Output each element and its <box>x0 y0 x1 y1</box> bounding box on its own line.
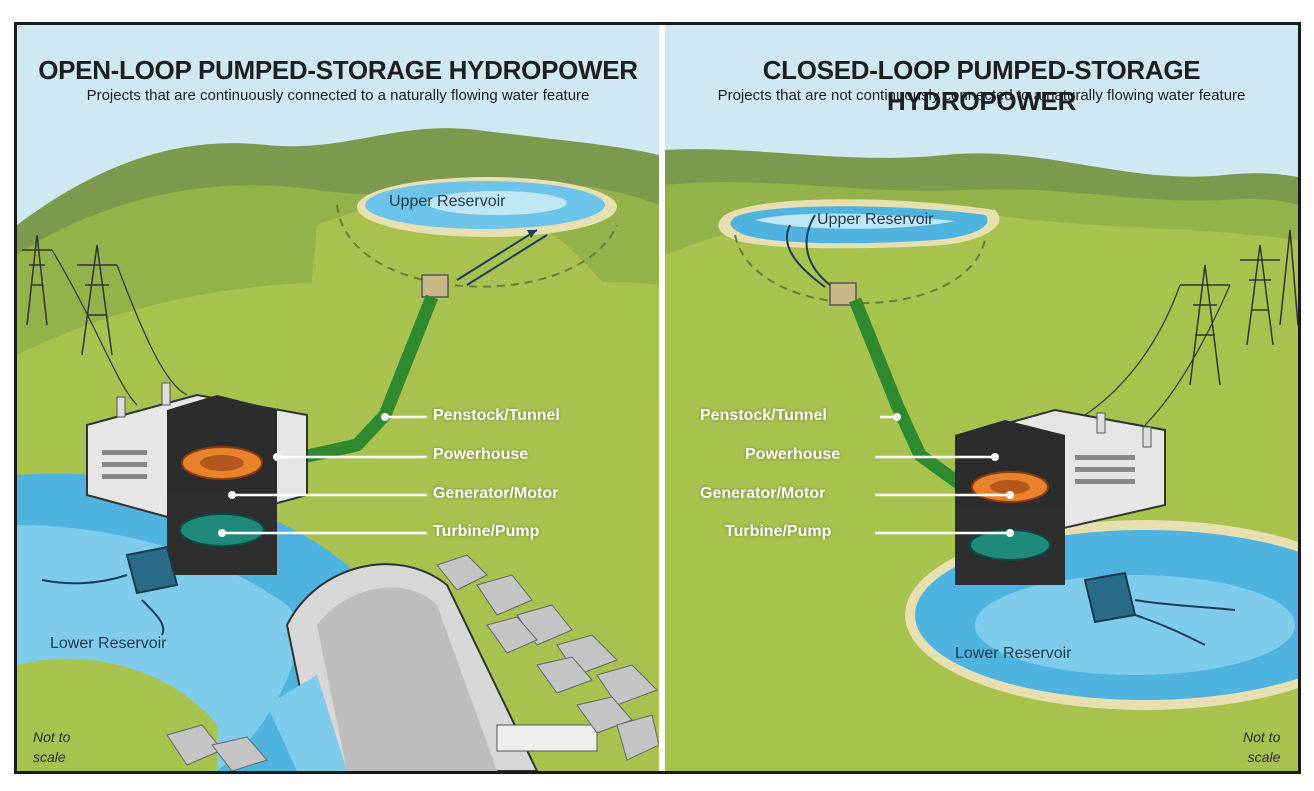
lower-reservoir-label: Lower Reservoir <box>50 635 167 652</box>
open-loop-scene <box>17 25 659 771</box>
panel-divider <box>659 25 665 771</box>
closed-loop-subtitle: Projects that are not continuously conne… <box>717 87 1246 104</box>
upper-reservoir-label: Upper Reservoir <box>817 211 934 228</box>
diagram-frame: OPEN-LOOP PUMPED-STORAGE HYDROPOWER Proj… <box>14 22 1301 774</box>
penstock-label: Penstock/Tunnel <box>433 407 560 424</box>
powerhouse-label: Powerhouse <box>433 446 529 463</box>
dam <box>267 563 598 771</box>
open-loop-panel: OPEN-LOOP PUMPED-STORAGE HYDROPOWER Proj… <box>17 25 659 771</box>
upper-reservoir-label: Upper Reservoir <box>389 193 506 210</box>
transmission-towers <box>1180 229 1298 386</box>
turbine-label: Turbine/Pump <box>433 523 540 540</box>
intake-structure <box>829 282 857 306</box>
powerhouse-building <box>86 382 308 575</box>
scale-note: Not to scale <box>1243 727 1280 767</box>
scale-note-line2: scale <box>1247 749 1281 765</box>
intake-structure <box>421 274 449 298</box>
open-loop-subtitle: Projects that are continuously connected… <box>86 87 590 104</box>
penstock-label: Penstock/Tunnel <box>700 407 827 424</box>
transmission-towers <box>22 234 117 356</box>
scale-note-line1: Not to <box>33 729 71 745</box>
scale-note-line2: scale <box>33 749 66 765</box>
closed-loop-panel: CLOSED-LOOP PUMPED-STORAGE HYDROPOWER Pr… <box>665 25 1298 771</box>
powerhouse-label: Powerhouse <box>745 446 841 463</box>
powerhouse-building <box>955 408 1166 585</box>
open-loop-title: OPEN-LOOP PUMPED-STORAGE HYDROPOWER <box>38 55 638 85</box>
scale-note: Not to scale <box>33 727 70 767</box>
lower-reservoir-label: Lower Reservoir <box>955 645 1072 662</box>
generator-label: Generator/Motor <box>433 485 559 502</box>
scale-note-line1: Not to <box>1243 729 1281 745</box>
closed-loop-scene <box>665 25 1298 771</box>
closed-loop-title: CLOSED-LOOP PUMPED-STORAGE HYDROPOWER <box>762 55 1201 116</box>
callout-lines <box>875 415 1010 535</box>
generator-label: Generator/Motor <box>700 485 826 502</box>
rock-pile <box>166 554 659 771</box>
callout-lines <box>222 415 427 535</box>
turbine-label: Turbine/Pump <box>725 523 832 540</box>
